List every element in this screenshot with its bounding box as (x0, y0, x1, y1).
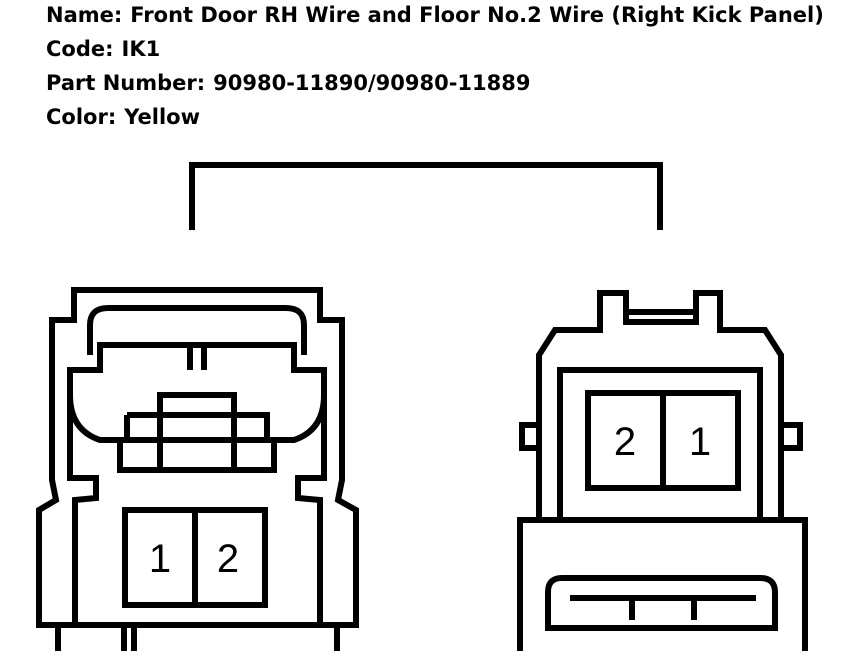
color-label: Color: (46, 105, 117, 129)
connector-info: Name: Front Door RH Wire and Floor No.2 W… (46, 0, 824, 136)
code-line: Code: IK1 (46, 34, 824, 68)
code-label: Code: (46, 37, 114, 61)
right-connector-body (536, 290, 784, 520)
name-line: Name: Front Door RH Wire and Floor No.2 W… (46, 0, 824, 34)
left-connector-latch-outer (67, 370, 327, 443)
left-connector-body (36, 287, 359, 651)
right-connector-inner-frame (557, 367, 763, 520)
right-connector-lower-housing (517, 517, 808, 651)
code-value: IK1 (121, 37, 161, 61)
right-connector (517, 290, 808, 651)
part-number-label: Part Number: (46, 71, 206, 95)
left-connector-center-frame (117, 412, 277, 473)
color-line: Color: Yellow (46, 102, 824, 136)
left-connector-cavity-right (210, 342, 327, 625)
name-value: Front Door RH Wire and Floor No.2 Wire (… (130, 3, 824, 27)
left-connector-latch-slot (100, 342, 294, 370)
right-connector-latch-window (545, 575, 778, 631)
left-connector-cavity (67, 342, 210, 625)
left-pin-label: 1 (149, 537, 171, 581)
right-connector-side-bump-left (519, 422, 539, 451)
right-pin-label: 1 (689, 420, 711, 464)
left-connector (36, 287, 359, 651)
left-connector-center-post (157, 392, 237, 473)
left-pin-label: 2 (217, 537, 239, 581)
right-pin-label: 2 (614, 420, 636, 464)
color-value: Yellow (124, 105, 200, 129)
right-connector-latch-inner (570, 595, 756, 620)
right-connector-lock-tab (623, 309, 699, 322)
right-connector-side-bump-right (781, 422, 803, 451)
name-label: Name: (46, 3, 123, 27)
part-number-value: 90980-11890/90980-11889 (213, 71, 531, 95)
left-connector-key (121, 625, 137, 651)
part-number-line: Part Number: 90980-11890/90980-11889 (46, 68, 824, 102)
left-connector-latch-inner (87, 305, 307, 355)
mating-bracket (189, 162, 663, 230)
